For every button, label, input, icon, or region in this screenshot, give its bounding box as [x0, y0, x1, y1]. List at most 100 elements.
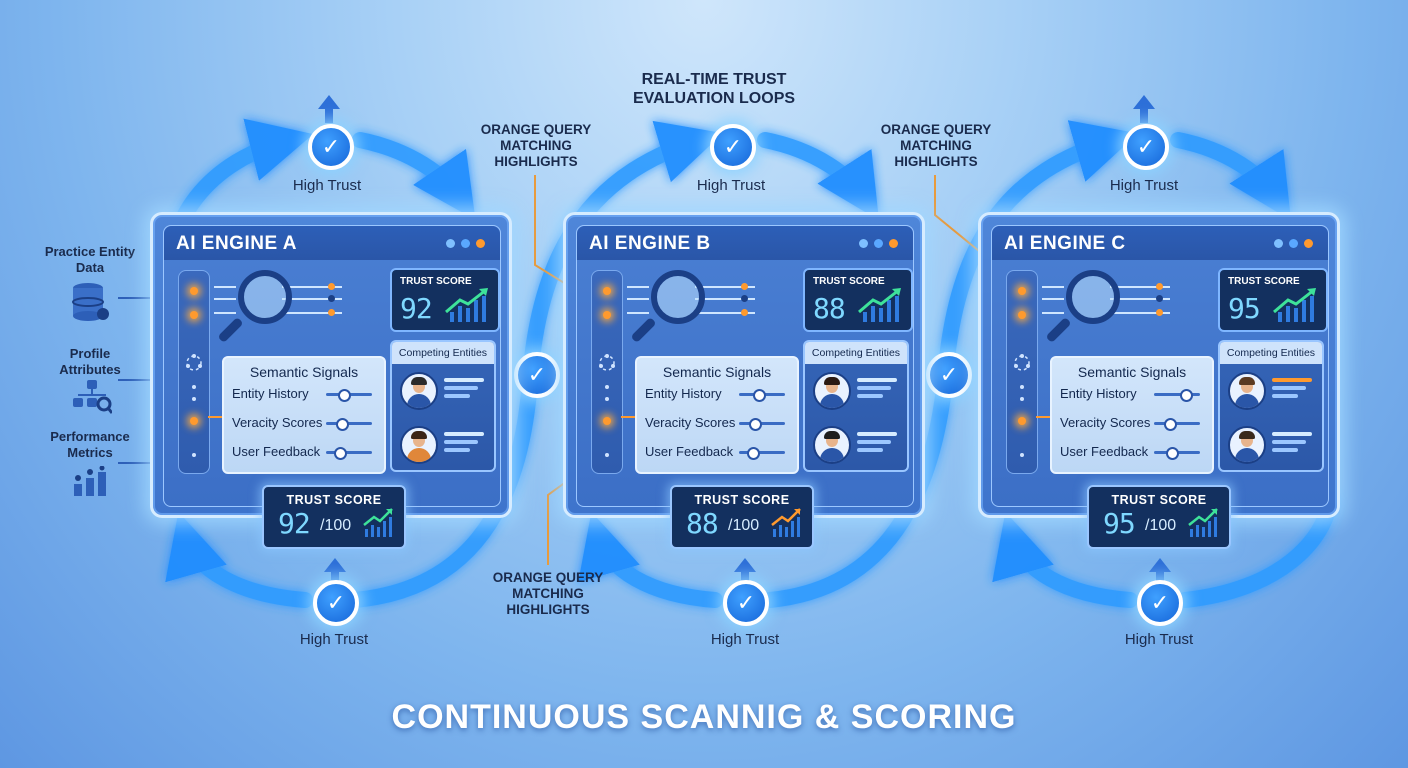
trust-score-mini-value: 92 [400, 292, 433, 325]
query-highlight-dot [1018, 287, 1026, 295]
avatar [813, 372, 851, 410]
engine-title: AI ENGINE C [1004, 233, 1126, 254]
trend-chart-icon [444, 286, 492, 329]
check-icon-ab-connector: ✓ [514, 352, 560, 398]
signal-label: Entity History [1060, 386, 1137, 401]
competing-entities-card: Competing Entities [390, 340, 496, 472]
signal-slider-knob[interactable] [334, 447, 347, 460]
competing-entities-card: Competing Entities [1218, 340, 1324, 472]
avatar-body [407, 394, 431, 408]
engine-title: AI ENGINE B [589, 233, 711, 254]
sidebar-dot [605, 397, 609, 401]
signal-slider-track [739, 451, 785, 454]
check-icon-bc-connector: ✓ [926, 352, 972, 398]
competing-entities-title: Competing Entities [1220, 342, 1322, 364]
trust-score-title: TRUST SCORE [694, 493, 790, 507]
engine-titlebar: AI ENGINE A [164, 226, 500, 260]
magnifier-icon [651, 270, 705, 324]
signal-slider-knob[interactable] [1166, 447, 1179, 460]
scan-stream-out [695, 298, 755, 300]
stream-dot [1156, 283, 1163, 290]
scan-stream-out [282, 286, 342, 288]
window-dot-blue[interactable] [859, 239, 868, 248]
signal-slider-knob[interactable] [1164, 418, 1177, 431]
query-match-arrow [1036, 416, 1050, 418]
scan-stream-out [1110, 298, 1170, 300]
avatar-body [820, 448, 844, 462]
window-dot-blue[interactable] [1274, 239, 1283, 248]
loop-b-bottom-left-arc [578, 511, 723, 608]
window-dot-blue[interactable] [461, 239, 470, 248]
hierarchy-icon [70, 380, 114, 421]
scan-stream-out [695, 286, 755, 288]
stream-dot [1156, 295, 1163, 302]
trust-score-mini-value: 88 [813, 292, 846, 325]
avatar-body [1235, 394, 1259, 408]
sidebar-dot [1020, 397, 1024, 401]
entity-bar [857, 440, 891, 444]
magnifier-icon [1066, 270, 1120, 324]
window-dot-orange[interactable] [476, 239, 485, 248]
high-trust-a-top: High Trust [292, 177, 362, 194]
avatar [400, 426, 438, 464]
engine-sidebar [1006, 270, 1038, 474]
check-icon-b-top: ✓ [710, 124, 756, 170]
window-dot-orange[interactable] [1304, 239, 1313, 248]
trust-score-denominator: /100 [320, 517, 352, 534]
entity-bar [1272, 386, 1306, 390]
window-dot-blue[interactable] [1289, 239, 1298, 248]
scan-stream-out [282, 312, 342, 314]
entity-bar [857, 432, 897, 436]
entity-bar [1272, 378, 1312, 382]
avatar-hair [1239, 431, 1255, 439]
entity-bar [857, 386, 891, 390]
signal-slider-knob[interactable] [1180, 389, 1193, 402]
competing-entities-title: Competing Entities [392, 342, 494, 364]
stream-dot [741, 295, 748, 302]
query-match-arrow [621, 416, 635, 418]
network-icon [597, 353, 617, 378]
stream-dot [328, 309, 335, 316]
signal-slider-knob[interactable] [749, 418, 762, 431]
loop-a-bottom-left-arc [165, 511, 313, 608]
window-dot-blue[interactable] [446, 239, 455, 248]
signal-slider-knob[interactable] [338, 389, 351, 402]
signal-slider-knob[interactable] [747, 447, 760, 460]
up-arrow-a-top [318, 95, 340, 123]
window-dot-orange[interactable] [889, 239, 898, 248]
check-icon-a-top: ✓ [308, 124, 354, 170]
trust-score-title: TRUST SCORE [286, 493, 382, 507]
entity-bar [857, 448, 883, 452]
entity-bar [444, 440, 478, 444]
loop-c-top-right-arc [1170, 132, 1291, 221]
trust-score-mini-value: 95 [1228, 292, 1261, 325]
competing-entities-title: Competing Entities [805, 342, 907, 364]
signal-slider-track [739, 422, 785, 425]
stream-dot [741, 309, 748, 316]
trust-score-card-a: TRUST SCORE 92 /100 [262, 485, 406, 549]
up-arrow-c-bottom [1149, 558, 1171, 584]
signal-slider-knob[interactable] [753, 389, 766, 402]
avatar-hair [1239, 377, 1255, 385]
query-highlight-dot [190, 417, 198, 425]
signal-label: Veracity Scores [1060, 415, 1151, 430]
input-performance-metrics: Performance Metrics [50, 429, 130, 460]
window-dot-blue[interactable] [874, 239, 883, 248]
scan-stream-out [695, 312, 755, 314]
query-highlight-dot [190, 287, 198, 295]
signal-label: User Feedback [1060, 444, 1149, 459]
entity-bar [1272, 440, 1306, 444]
high-trust-c-bottom: High Trust [1124, 631, 1194, 648]
input-profile-attributes: Profile Attributes [59, 346, 121, 377]
query-match-arrow [208, 416, 222, 418]
entity-bar [444, 394, 470, 398]
signal-label: User Feedback [232, 444, 321, 459]
signal-slider-knob[interactable] [336, 418, 349, 431]
engine-sidebar [178, 270, 210, 474]
